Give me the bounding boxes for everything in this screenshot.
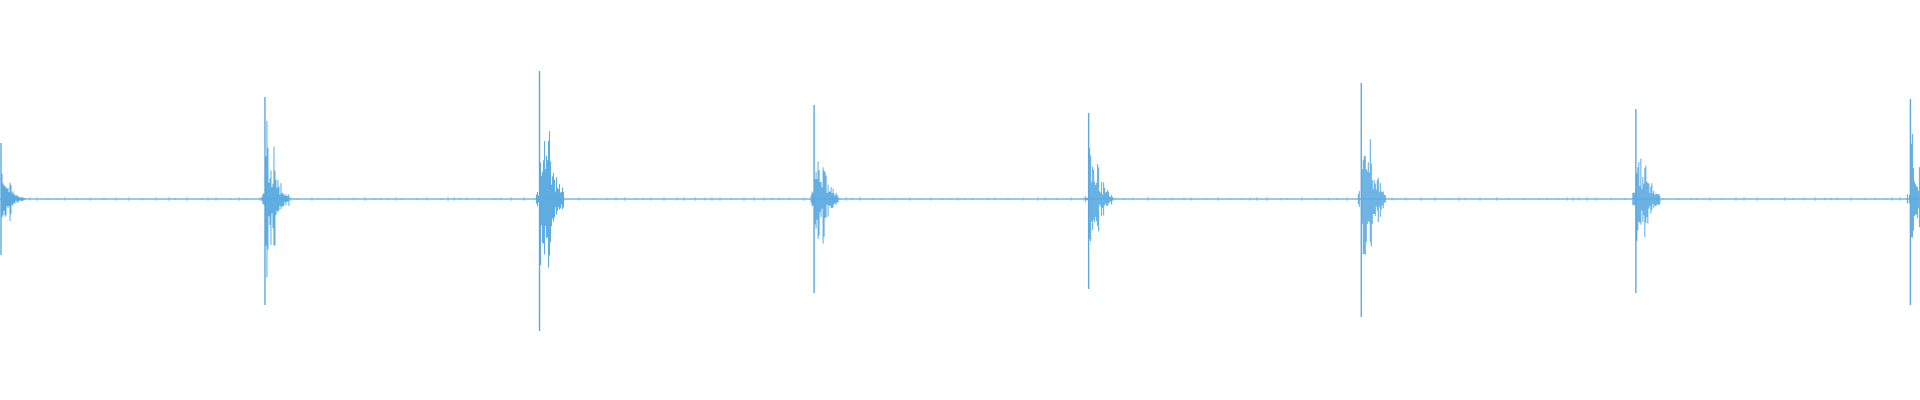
waveform-transient bbox=[810, 105, 839, 293]
waveform-transient bbox=[536, 71, 565, 331]
waveform-transient bbox=[1085, 113, 1114, 289]
waveform-transient bbox=[0, 143, 26, 255]
waveform-transient bbox=[1632, 109, 1661, 293]
waveform-transient bbox=[1357, 83, 1386, 317]
waveform-transients bbox=[0, 71, 1920, 331]
waveform-noise bbox=[3, 196, 1916, 202]
waveform-transient bbox=[261, 97, 290, 305]
waveform-transient bbox=[1906, 99, 1920, 305]
